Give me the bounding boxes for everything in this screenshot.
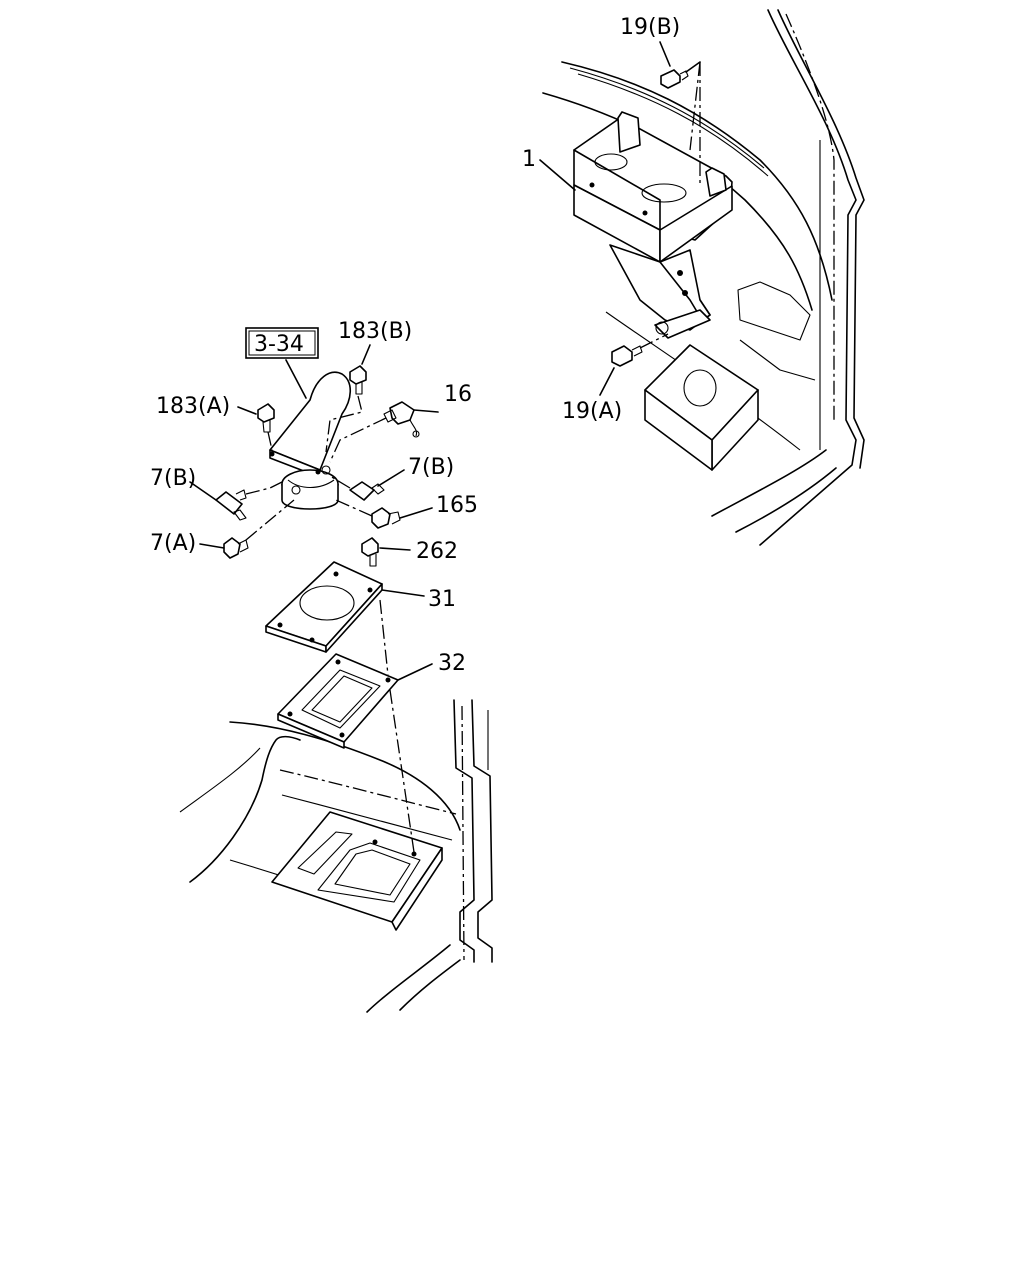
leader-19a — [639, 333, 669, 349]
leader-183a — [267, 431, 273, 451]
label-183a: 183(A) — [156, 394, 230, 419]
bolt-19b — [660, 61, 701, 89]
lever-assembly — [269, 371, 352, 510]
label-7b-right: 7(B) — [408, 455, 454, 480]
leader-label-334 — [285, 359, 307, 399]
bracket-part-1 — [573, 111, 733, 339]
fitting-262 — [361, 537, 379, 567]
label-32: 32 — [438, 651, 466, 676]
leader-19b-2 — [689, 61, 701, 151]
switch-16 — [383, 401, 420, 438]
leader-7b-left — [245, 479, 287, 495]
label-165: 165 — [436, 493, 478, 518]
label-ref-334: 3-34 — [254, 332, 304, 357]
fitting-7a — [223, 537, 249, 559]
leader-183b — [325, 395, 363, 453]
elbow-7b-left — [215, 489, 247, 521]
leader-label-31 — [381, 589, 425, 597]
ref-box-334 — [245, 327, 319, 359]
elbow-7b-right — [349, 481, 385, 501]
bolt-19a — [611, 345, 643, 367]
plate-31 — [265, 561, 383, 653]
gasket-32 — [277, 653, 399, 749]
leader-label-7b-left — [189, 481, 217, 501]
leader-label-165 — [399, 507, 433, 519]
fitting-183a — [257, 403, 275, 433]
leader-7a — [245, 499, 295, 541]
cab-floor-structure — [179, 699, 493, 1013]
label-16: 16 — [444, 382, 472, 407]
fitting-183b — [349, 365, 367, 395]
fitting-165 — [371, 507, 401, 529]
leader-7b-right — [329, 475, 351, 489]
leader-label-19a — [599, 367, 615, 396]
label-1: 1 — [522, 147, 536, 172]
leader-label-183a — [237, 406, 257, 415]
leader-gasket-floor — [389, 689, 415, 853]
leader-16 — [329, 417, 387, 463]
label-7b-left: 7(B) — [150, 466, 196, 491]
leader-label-1 — [539, 159, 576, 191]
label-7a: 7(A) — [150, 531, 196, 556]
leader-label-19b — [659, 41, 671, 67]
leader-label-7b-right — [377, 469, 405, 487]
leader-label-262 — [379, 547, 411, 551]
label-19b: 19(B) — [620, 15, 680, 40]
leader-plate-gasket — [379, 599, 389, 676]
leader-label-32 — [397, 663, 433, 681]
ref-box-334-inner — [248, 330, 316, 356]
leader-label-16 — [413, 409, 439, 413]
cab-corner-structure — [542, 9, 865, 546]
label-19a: 19(A) — [562, 399, 622, 424]
leader-label-183b — [361, 344, 371, 365]
label-183b: 183(B) — [338, 319, 412, 344]
label-31: 31 — [428, 587, 456, 612]
leader-165 — [335, 499, 373, 517]
label-262: 262 — [416, 539, 458, 564]
leader-label-7a — [199, 543, 225, 549]
